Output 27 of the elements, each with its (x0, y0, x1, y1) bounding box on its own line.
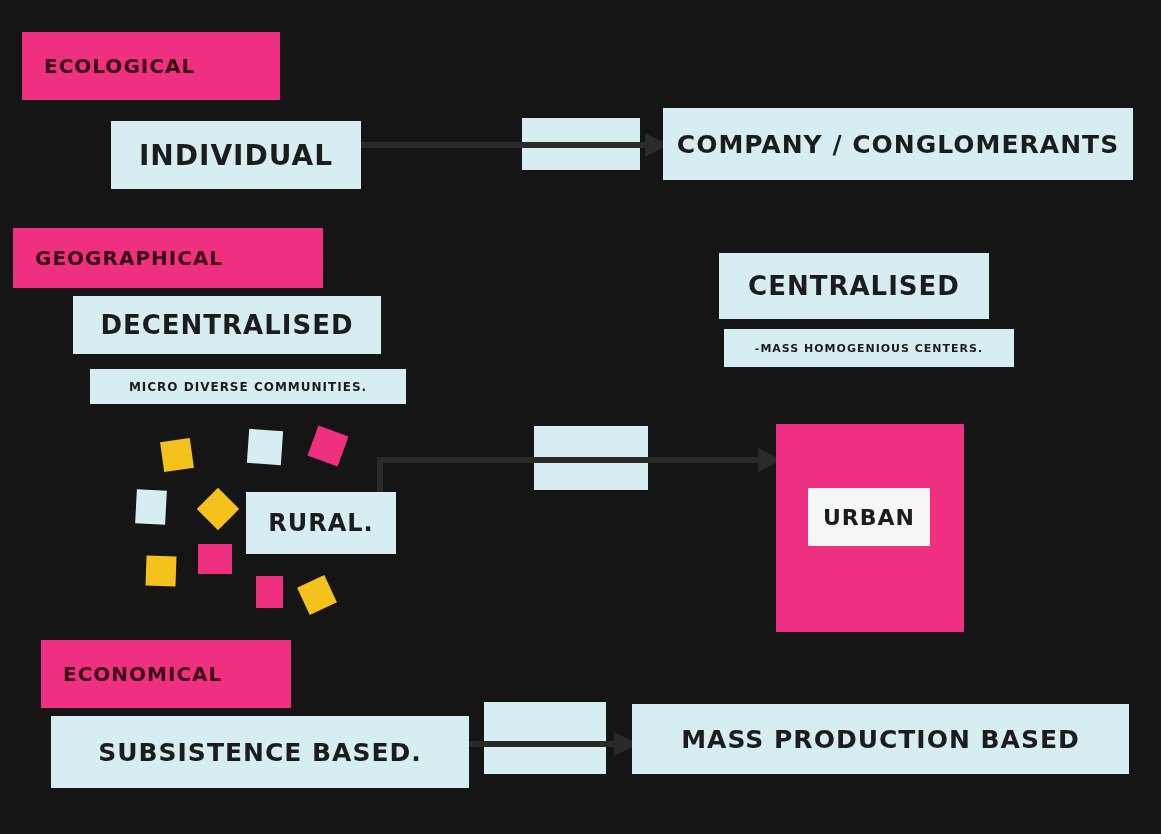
card-text: INDIVIDUAL (138, 138, 334, 172)
paper-card (51, 716, 469, 788)
category-label (13, 228, 323, 288)
card-text: MICRO DIVERSE COMMUNITIES. (128, 379, 368, 394)
paper-card (808, 488, 930, 546)
card-text: URBAN (823, 504, 915, 530)
paper-square (776, 424, 964, 632)
category-text: ECONOMICAL (63, 662, 223, 686)
category-text: ECOLOGICAL (44, 54, 196, 78)
paper-card (724, 329, 1014, 367)
category-text: GEOGRAPHICAL (35, 246, 224, 270)
paper-card (246, 492, 396, 554)
paper-card (73, 296, 381, 354)
card-text: MASS PRODUCTION BASED (681, 724, 1080, 754)
paper-card (663, 108, 1133, 180)
paper-card (111, 121, 361, 189)
paper-card (719, 253, 989, 319)
card-text: COMPANY / CONGLOMERANTS (676, 129, 1120, 159)
card-text: RURAL. (268, 509, 374, 537)
card-text: DECENTRALISED (100, 310, 354, 340)
card-text: -MASS HOMOGENIOUS CENTERS. (754, 341, 984, 355)
category-label (41, 640, 291, 708)
paper-card (632, 704, 1129, 774)
paper-card (90, 369, 406, 404)
category-label (22, 32, 280, 100)
card-text: SUBSISTENCE BASED. (98, 737, 422, 767)
card-text: CENTRALISED (748, 271, 960, 301)
